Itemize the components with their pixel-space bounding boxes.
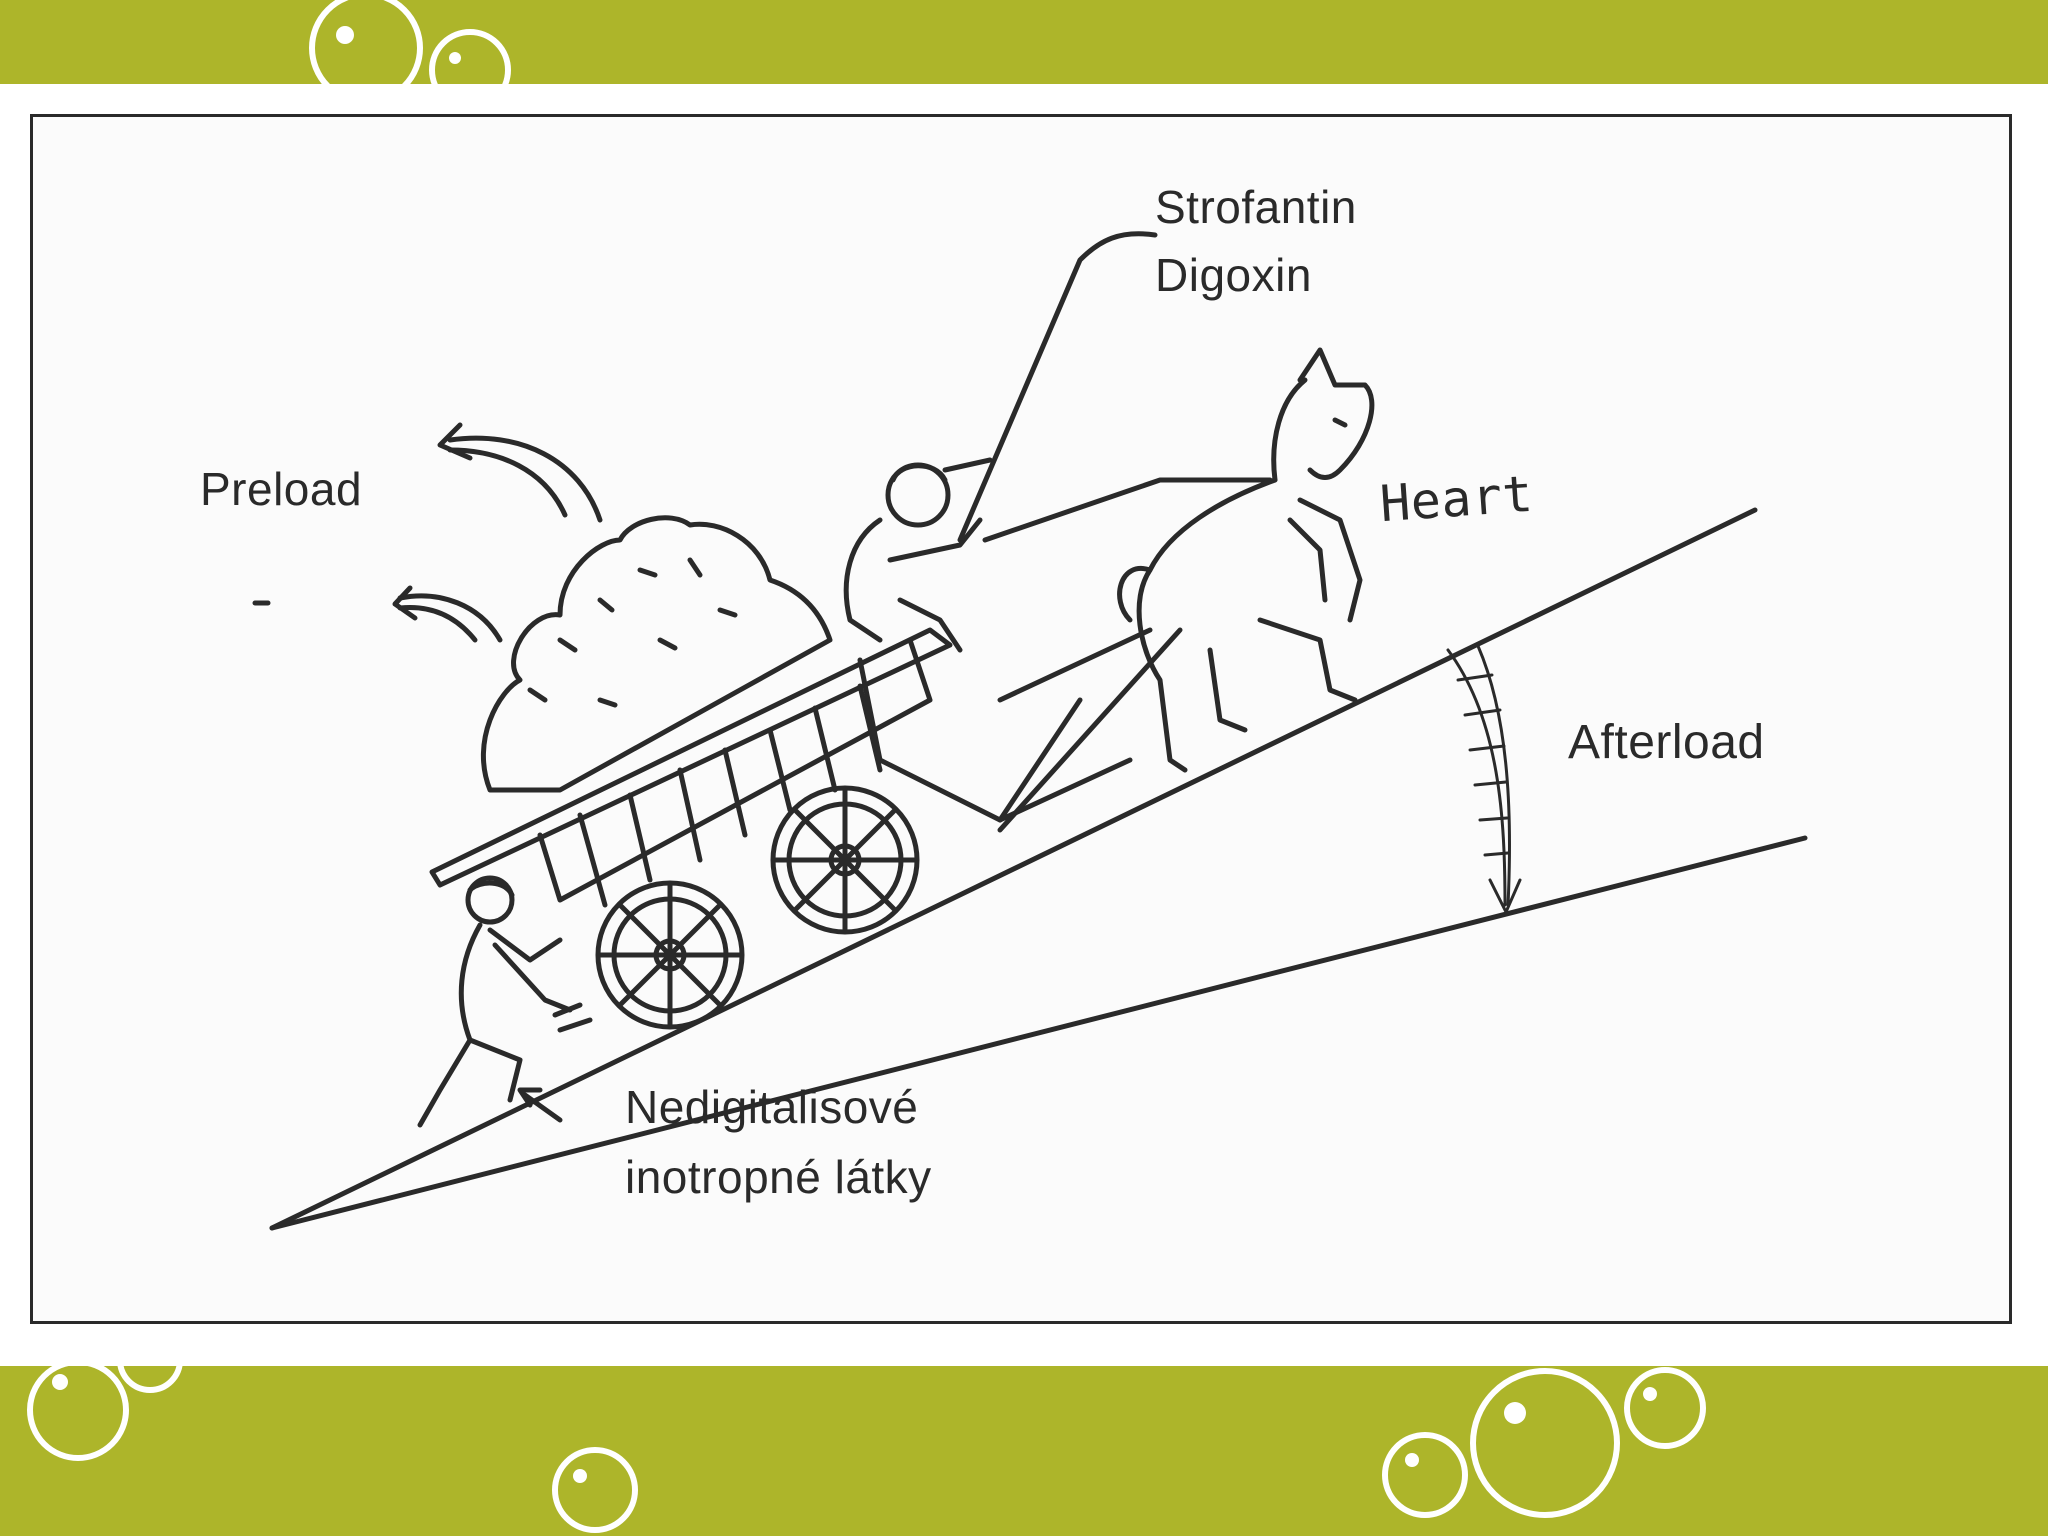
label-inotropne-latky: inotropné látky — [625, 1150, 932, 1204]
rear-wheel-icon — [598, 883, 742, 1027]
reins — [985, 480, 1270, 540]
upper-slope-line — [272, 510, 1755, 1228]
preload-arrows — [395, 425, 600, 640]
label-afterload: Afterload — [1568, 715, 1765, 770]
label-preload: Preload — [200, 462, 362, 516]
lower-slope-line — [272, 838, 1805, 1228]
driver-figure — [846, 460, 990, 650]
afterload-arrow — [1448, 646, 1520, 912]
front-wheel-icon — [773, 788, 917, 932]
cart-load — [483, 518, 830, 790]
label-strofantin: Strofantin — [1155, 180, 1357, 234]
label-nedigitalisove: Nedigitalisové — [625, 1080, 918, 1134]
label-heart: Heart — [1378, 465, 1535, 534]
label-digoxin: Digoxin — [1155, 248, 1312, 302]
horse-figure — [1120, 350, 1372, 770]
